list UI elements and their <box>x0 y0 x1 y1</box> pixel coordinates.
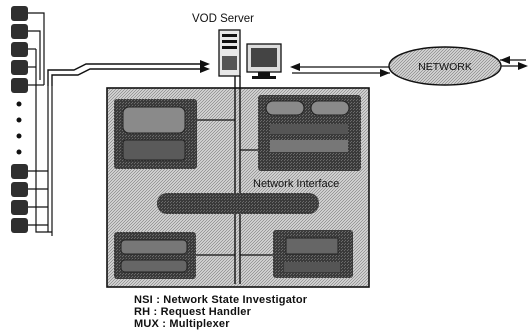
client-chain <box>11 6 53 236</box>
client-node <box>11 42 28 57</box>
network-cloud: NETWORK <box>388 46 502 86</box>
client-node <box>11 60 28 75</box>
ellipsis-dot <box>16 101 22 107</box>
ellipsis-dot <box>16 133 22 139</box>
server-network-links <box>290 56 528 77</box>
ellipsis-dot <box>16 117 22 123</box>
module-bottom-left <box>114 232 235 279</box>
client-node <box>11 24 28 39</box>
server-tower-icon <box>218 29 241 77</box>
middle-bus-bar <box>157 193 319 214</box>
module-bottom-right <box>240 230 353 278</box>
module-top-left <box>114 99 235 169</box>
client-node <box>11 78 28 93</box>
monitor-icon <box>246 43 282 79</box>
client-link <box>28 12 45 85</box>
legend-item-nsi: NSI : Network State Investigator <box>134 294 308 306</box>
legend-item-rh: RH : Request Handler <box>134 306 252 318</box>
client-node <box>11 218 28 233</box>
ellipsis-dot <box>16 149 22 155</box>
network-interface-module <box>240 95 361 171</box>
network-interface-label: Network Interface <box>253 178 339 190</box>
client-node <box>11 164 28 179</box>
network-label: NETWORK <box>418 61 472 73</box>
legend-item-mux: MUX : Multiplexer <box>134 318 230 330</box>
client-to-server-links <box>47 60 210 86</box>
server-label: VOD Server <box>192 13 254 25</box>
client-node <box>11 182 28 197</box>
client-link <box>28 30 41 80</box>
server-internal-panel: Network Interface <box>106 76 370 288</box>
client-bus <box>35 49 52 233</box>
legend: NSI : Network State Investigator RH : Re… <box>134 294 307 330</box>
client-node <box>11 200 28 215</box>
client-node <box>11 6 28 21</box>
